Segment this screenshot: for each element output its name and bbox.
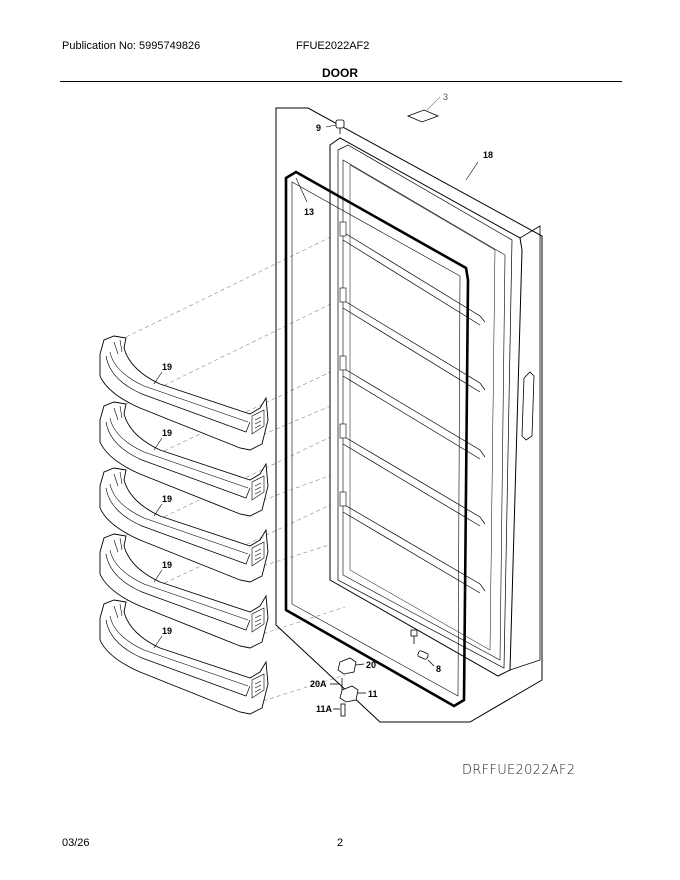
hinge-parts (330, 629, 435, 717)
assembly-outline (275, 107, 543, 723)
callout-8: 8 (436, 664, 441, 674)
callout-19-d: 19 (162, 560, 172, 570)
model-number: FFUE2022AF2 (296, 40, 370, 52)
door-panel (329, 137, 541, 677)
callout-20a: 20A (310, 679, 327, 689)
callout-19-e: 19 (162, 626, 172, 636)
callout-11a: 11A (316, 704, 333, 714)
callout-18: 18 (483, 150, 493, 160)
callout-19-a: 19 (162, 362, 172, 372)
footer-date: 03/26 (62, 837, 90, 849)
callout-20: 20 (366, 660, 376, 670)
title-divider (60, 81, 622, 82)
callout-9: 9 (316, 123, 321, 133)
drawing-code: DRFFUE2022AF2 (462, 763, 576, 778)
callout-11: 11 (368, 689, 378, 699)
callout-13: 13 (304, 207, 314, 217)
part-3-label (406, 109, 440, 123)
part-9-cap (325, 119, 345, 134)
door-gasket (284, 170, 470, 708)
callout-19-c: 19 (162, 494, 172, 504)
publication-number: Publication No: 5995749826 (62, 40, 201, 52)
bin-leader-lines (119, 229, 346, 706)
callout-3: 3 (443, 92, 448, 102)
page-number: 2 (337, 837, 344, 849)
callout-19-b: 19 (162, 428, 172, 438)
section-title: DOOR (322, 66, 358, 80)
